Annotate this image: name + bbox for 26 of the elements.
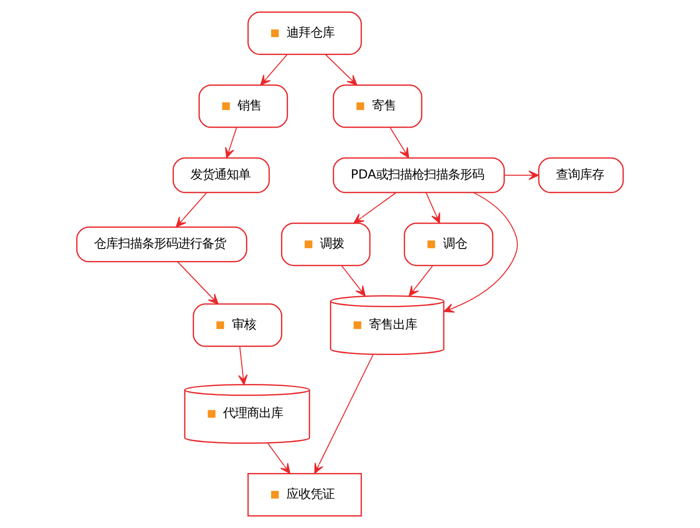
node-box: 寄售 bbox=[332, 84, 422, 128]
arrow bbox=[324, 54, 358, 86]
arrow bbox=[341, 265, 366, 296]
arrow bbox=[504, 170, 539, 180]
arrow bbox=[267, 442, 290, 474]
arrow bbox=[260, 54, 288, 86]
node-box: 审核 bbox=[192, 303, 282, 347]
arrow bbox=[389, 126, 410, 158]
node-box: 仓库扫描条形码进行备货 bbox=[76, 226, 248, 262]
node-box: 迪拜仓库 bbox=[247, 12, 362, 56]
arrow bbox=[408, 265, 434, 296]
arrow bbox=[225, 126, 238, 158]
arrow bbox=[314, 354, 374, 474]
node-box: PDA或扫描枪扫描条形码 bbox=[332, 157, 505, 194]
node-box: 应收凭证 bbox=[247, 472, 362, 516]
arrow bbox=[444, 192, 518, 313]
arrow bbox=[426, 192, 440, 224]
node-box: 查询库存 bbox=[538, 157, 624, 194]
arrow bbox=[176, 261, 219, 304]
node-box: 销售 bbox=[198, 84, 288, 128]
node-box: 调拨 bbox=[281, 222, 371, 266]
arrow bbox=[238, 346, 248, 386]
arrow bbox=[176, 192, 207, 228]
node-box: 调仓 bbox=[404, 222, 494, 266]
node-box: 发货通知单 bbox=[172, 157, 270, 194]
arrow bbox=[353, 192, 396, 224]
